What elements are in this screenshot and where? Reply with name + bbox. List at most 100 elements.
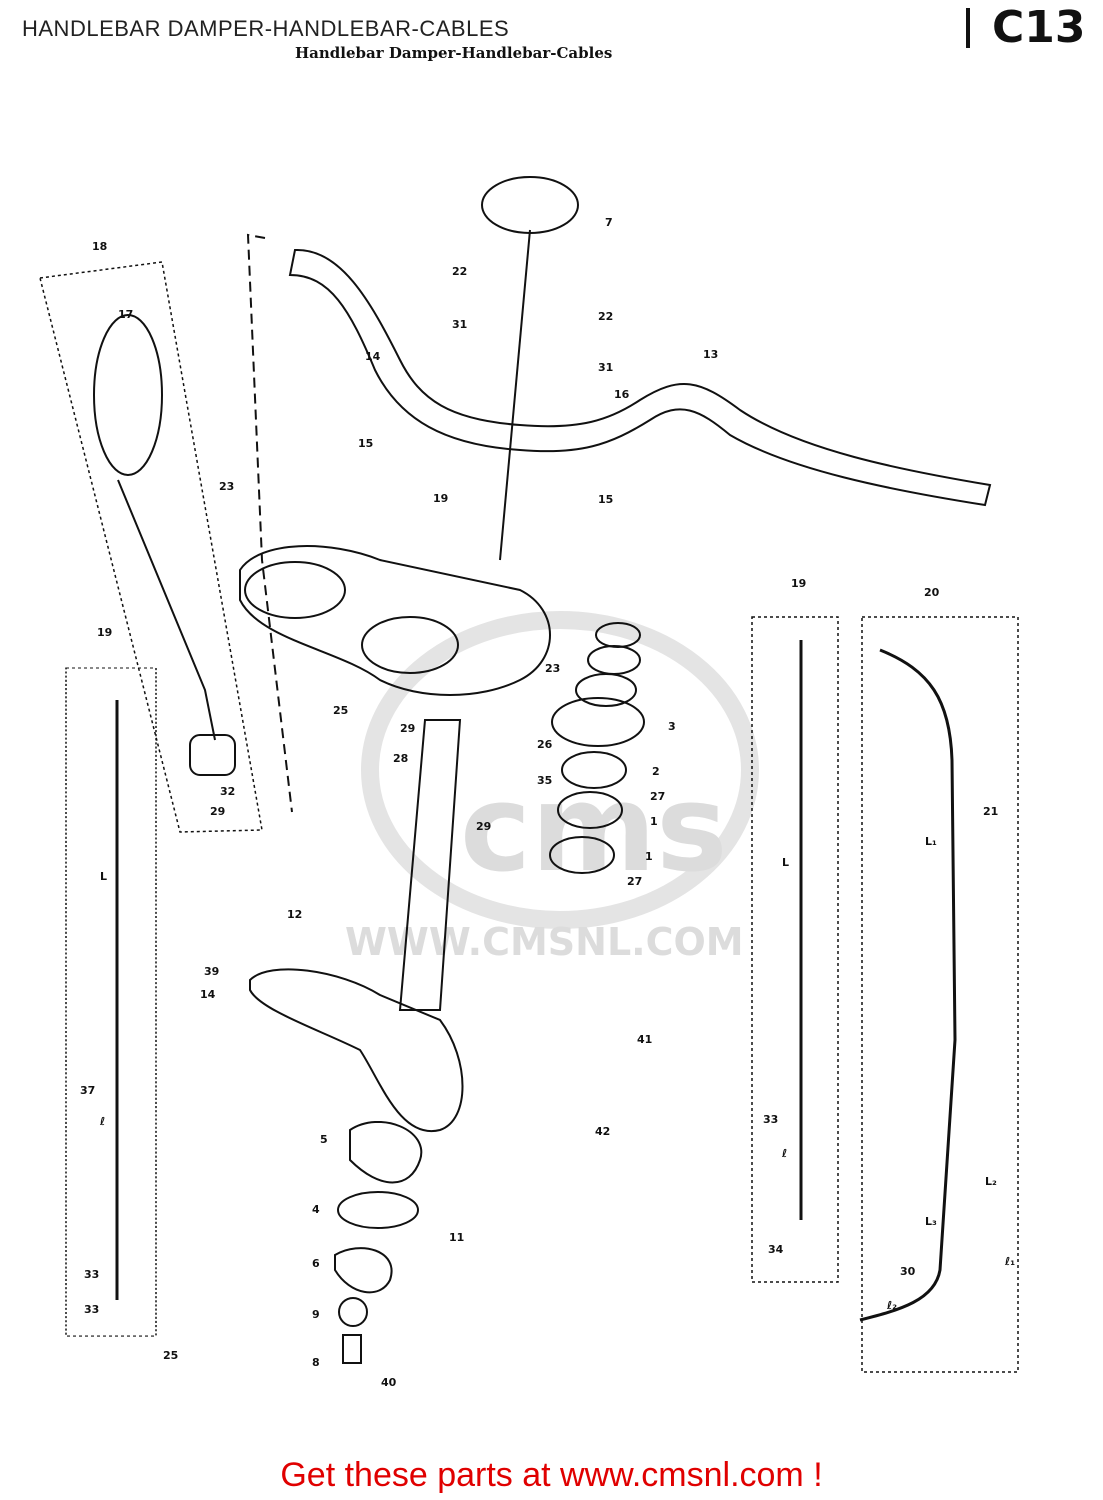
damper-plate-6 [334,1247,393,1294]
section-code: C13 [992,2,1086,53]
watermark-logo: cms [460,760,728,899]
watermark-logo-ring [361,611,759,929]
mirror-stem [117,479,216,741]
callout-27: 27 [627,875,642,888]
callout-23: 23 [219,480,234,493]
callout-8: 8 [312,1356,320,1369]
upper-bracket-bore-left [244,561,346,619]
callout-16: 16 [614,388,630,401]
callout-22: 22 [452,265,467,278]
callout-27: 27 [650,790,665,803]
callout-13: 13 [703,348,718,361]
upper-bracket [239,545,551,696]
callout-6: 6 [312,1257,320,1270]
callout-15: 15 [598,493,613,506]
diagram-subtitle: Handlebar Damper-Handlebar-Cables [295,44,613,62]
callout-3: 3 [668,720,676,733]
callout-37: 37 [80,1084,95,1097]
lower-bracket [249,968,464,1133]
callout-19: 19 [433,492,448,505]
steering-stem [398,719,462,1011]
page-title: HANDLEBAR DAMPER-HANDLEBAR-CABLES [22,16,510,41]
callout-21: 21 [983,805,998,818]
damper-rod [499,229,531,561]
throttle-cable [859,648,957,1322]
bearing-race-3 [551,697,645,747]
clutch-cable-group-box [65,667,157,1337]
callout-29: 29 [400,722,415,735]
callout-25: 25 [333,704,348,717]
callout-1: 1 [645,850,653,863]
bearing-ring-2 [587,645,641,675]
length-label-l2: ℓ₂ [886,1299,897,1312]
watermark: cms WWW.CMSNL.COM [345,611,759,964]
length-label-L1: L₁ [925,835,937,848]
length-label-l: ℓ [781,1147,787,1160]
callout-15: 15 [358,437,373,450]
callout-4: 4 [312,1203,320,1216]
bearing-ring-3 [575,673,637,707]
callout-17: 17 [118,308,133,321]
callout-39: 39 [204,965,219,978]
callout-29: 29 [210,805,225,818]
footer-promo-link[interactable]: Get these parts at www.cmsnl.com ! [280,1456,823,1494]
length-label-L: L [782,856,789,869]
length-label-L2: L₂ [985,1175,997,1188]
bearing-race-1a [557,791,623,829]
callout-26: 26 [537,738,553,751]
throttle-cable-group-box [861,616,1019,1373]
damper-plate-5 [349,1121,423,1184]
callout-29: 29 [476,820,491,833]
damper-knob [481,176,579,234]
callout-22: 22 [598,310,613,323]
callout-23: 23 [545,662,560,675]
callout-19: 19 [97,626,112,639]
length-label-l1: ℓ₁ [1004,1255,1015,1268]
callout-33: 33 [84,1268,99,1281]
damper-star-nut [338,1297,368,1327]
damper-spring [342,1334,362,1364]
damper-plate-4 [337,1191,419,1229]
callout-2: 2 [652,765,660,778]
callout-labels: 7 22 22 31 31 14 13 16 15 15 19 18 17 23… [80,216,1015,1389]
callout-9: 9 [312,1308,320,1321]
callout-35: 35 [537,774,552,787]
bearing-race-1b [549,836,615,874]
callout-7: 7 [605,216,613,229]
callout-41: 41 [637,1033,652,1046]
mirror-head [93,314,163,476]
callout-5: 5 [320,1133,328,1146]
callout-18: 18 [92,240,107,253]
callout-28: 28 [393,752,408,765]
callout-33: 33 [763,1113,778,1126]
callout-11: 11 [449,1231,464,1244]
handlebar [288,248,992,507]
callout-42: 42 [595,1125,610,1138]
callout-20: 20 [924,586,940,599]
watermark-text: WWW.CMSNL.COM [345,920,744,964]
callout-30: 30 [900,1265,916,1278]
length-label-L3: L₃ [925,1215,937,1228]
callout-1: 1 [650,815,658,828]
brake-cable-group-box [751,616,839,1283]
handlebar-guide-line [246,233,293,813]
callout-25: 25 [163,1349,178,1362]
callout-12: 12 [287,908,302,921]
length-label-l: ℓ [99,1115,105,1128]
bearing-race-2 [561,751,627,789]
callout-32: 32 [220,785,235,798]
callout-34: 34 [768,1243,784,1256]
callout-14: 14 [365,350,381,363]
callout-33: 33 [84,1303,99,1316]
callout-19: 19 [791,577,806,590]
callout-40: 40 [381,1376,397,1389]
section-divider [966,8,970,48]
length-label-L: L [100,870,107,883]
mirror-clamp [189,734,236,776]
callout-14: 14 [200,988,216,1001]
upper-bracket-bore-right [361,616,459,674]
parts-diagram: cms WWW.CMSNL.COM [39,176,1019,1389]
mirror-group-box [39,261,263,833]
callout-31: 31 [598,361,613,374]
callout-31: 31 [452,318,467,331]
